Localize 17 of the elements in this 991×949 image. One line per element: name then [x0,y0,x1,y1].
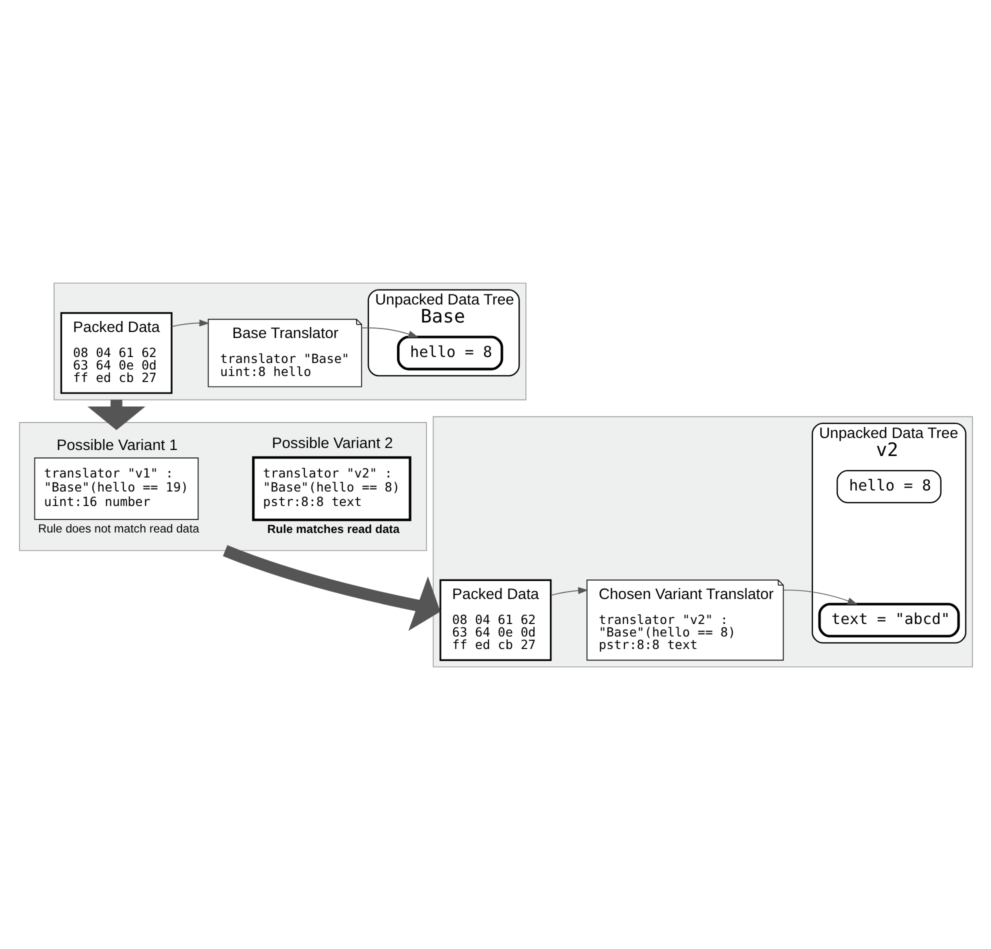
node-label: Possible Variant 2 [271,434,392,452]
arrow [550,586,588,596]
arrow [782,589,858,604]
arrow [360,326,418,337]
node-box: Packed Data 08 04 61 62 63 64 0e 0d ff ed cb 27 [60,312,172,394]
node-box: Packed Data 08 04 61 62 63 64 0e 0d ff ed cb 27 [439,578,552,660]
node-label: Rule does not match read data [38,522,199,535]
arrow [170,318,209,326]
cluster [53,282,526,400]
node-box: hello = 8 [836,469,941,503]
cluster [18,422,426,551]
node-box: text = "abcd" [818,602,960,637]
cluster [432,416,972,667]
arrow [222,544,440,630]
node-label: Possible Variant 1 [56,436,178,454]
node-box: hello = 8 [396,335,503,370]
node-label: Rule matches read data [266,522,400,536]
